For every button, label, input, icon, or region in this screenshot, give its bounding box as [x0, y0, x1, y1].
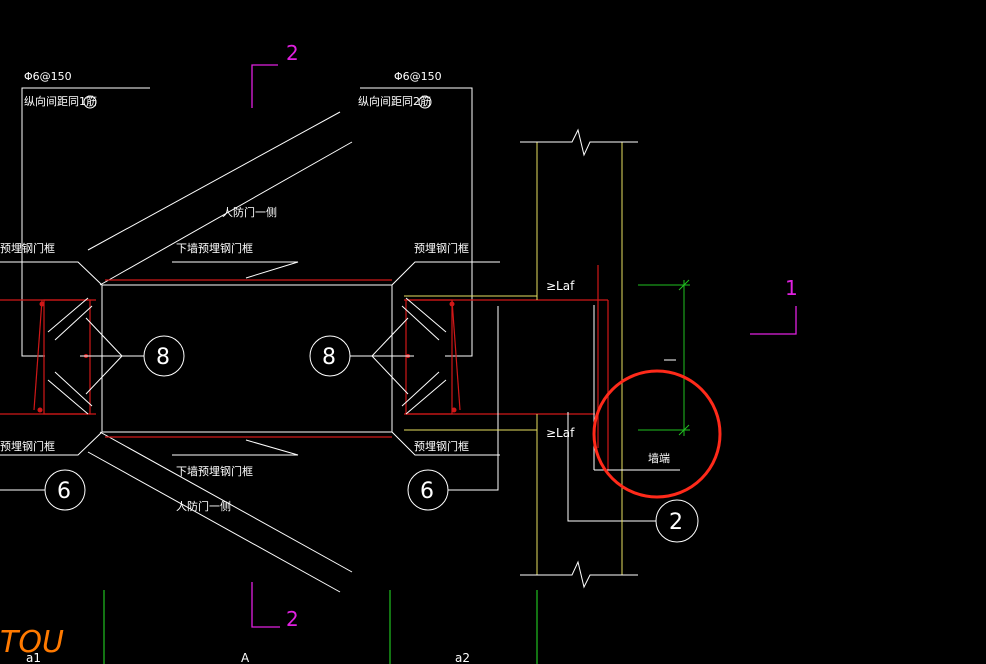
- break-lines: [520, 128, 638, 589]
- leader-right-top: [360, 87, 473, 357]
- note-left-circle: [83, 95, 97, 109]
- rebar-dots: [37, 301, 457, 413]
- leader-left-top: [21, 87, 150, 357]
- callout-2-leader: [567, 412, 656, 522]
- anchor-hooks: [47, 297, 447, 415]
- callout-6-right-leader: [448, 306, 499, 491]
- handwritten-mark: TOU: [0, 625, 64, 660]
- axis-a2: a2: [455, 651, 470, 664]
- highlight-circle: [592, 369, 722, 499]
- note-left: 纵向间距同1筋: [24, 94, 97, 108]
- callout-6-left: 6: [57, 479, 71, 504]
- rebar-lines: [0, 265, 609, 470]
- laf-bottom: ≥Laf: [546, 426, 575, 440]
- rebar-spec-left: Φ6@150: [24, 70, 72, 83]
- door-diagonals: [87, 111, 353, 593]
- frame-left-top: 预埋钢门框: [0, 241, 55, 255]
- laf-top: ≥Laf: [546, 279, 575, 293]
- section-mark-top-label: 2: [286, 41, 299, 65]
- callout-2: 2: [669, 510, 683, 535]
- civil-defense-bottom: 人防门一侧: [176, 499, 231, 513]
- frame-left-bottom: 预埋钢门框: [0, 439, 55, 453]
- section-mark-right-label: 1: [785, 276, 798, 300]
- axis-lines: [103, 590, 538, 664]
- section-mark-right: [750, 306, 797, 335]
- lower-frame-bottom: 下墙预埋钢门框: [176, 464, 253, 478]
- section-mark-bottom-label: 2: [286, 607, 299, 631]
- note-right-circle: [418, 95, 432, 109]
- frame-outlines: [0, 261, 500, 456]
- callout-8-left: 8: [156, 345, 170, 370]
- wall-edge-label: 墙端: [648, 451, 670, 465]
- lower-frame-top: 下墙预埋钢门框: [176, 241, 253, 255]
- frame-right-top: 预埋钢门框: [414, 241, 469, 255]
- section-mark-top: [251, 64, 278, 108]
- civil-defense-top: 人防门一侧: [222, 205, 277, 219]
- note-right: 纵向间距同2筋: [358, 94, 431, 108]
- rebar-spec-right: Φ6@150: [394, 70, 442, 83]
- dimension-line: [638, 279, 690, 436]
- axis-a1: a1: [26, 651, 41, 664]
- callout-8-right: 8: [322, 345, 336, 370]
- section-mark-bottom: [251, 582, 280, 628]
- frame-right-bottom: 预埋钢门框: [414, 439, 469, 453]
- axis-a: A: [241, 651, 250, 664]
- wall-section: [404, 142, 623, 575]
- callout-6-right: 6: [420, 479, 434, 504]
